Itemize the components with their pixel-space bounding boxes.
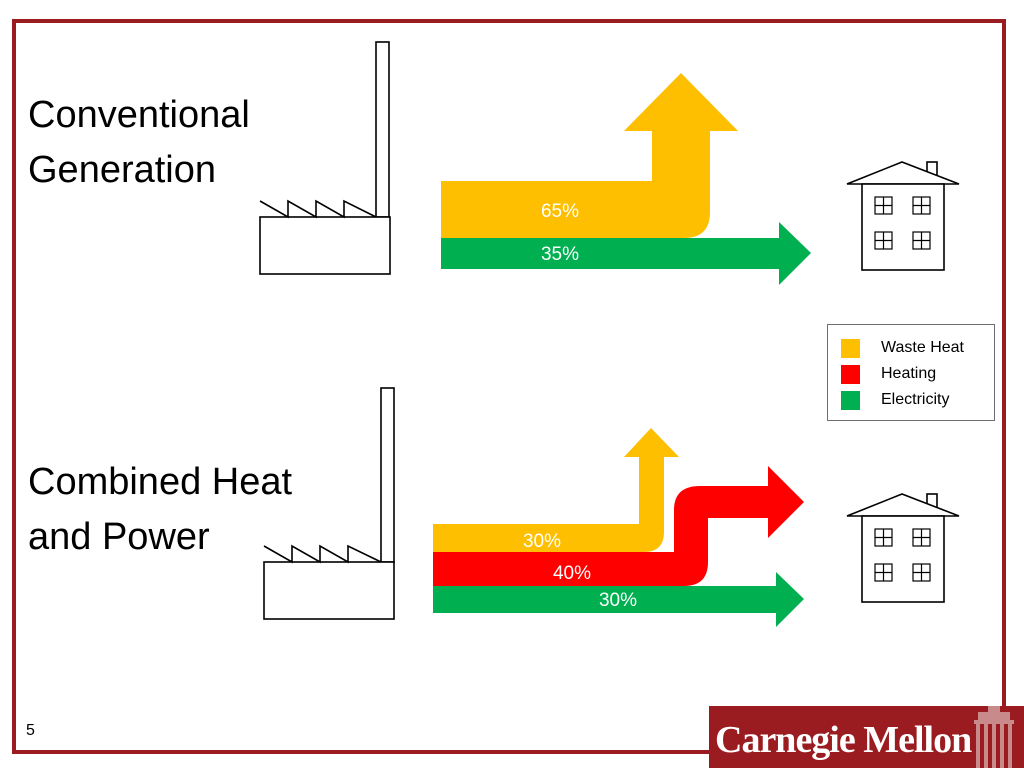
legend-label-electricity: Electricity [881, 391, 950, 408]
legend-item-electricity: Electricity [841, 390, 949, 410]
legend-item-heating: Heating [841, 364, 936, 384]
heading-conventional-line1: Conventional [28, 94, 250, 136]
legend-swatch-waste-heat [841, 338, 860, 358]
logo-wordmark: Carnegie Mellon [715, 719, 972, 761]
heading-chp-line1: Combined Heat [28, 461, 293, 503]
legend-label-waste-heat: Waste Heat [881, 339, 964, 356]
heading-conventional-line2: Generation [28, 149, 217, 191]
page-number: 5 [26, 722, 35, 739]
heading-conventional-generation: Conventional Generation [28, 88, 250, 198]
factory-icon-chp [263, 387, 395, 620]
flow-label-electricity-chp: 30% [599, 590, 637, 611]
flow-arrow-waste-heat-chp [433, 428, 679, 552]
flow-label-heating-chp: 40% [553, 563, 591, 584]
legend: Waste Heat Heating Electricity [827, 324, 995, 421]
house-icon-conventional [846, 161, 960, 271]
factory-icon-conventional [259, 41, 391, 275]
legend-label-heating: Heating [881, 365, 937, 382]
flow-label-electricity-conventional: 35% [541, 244, 579, 265]
legend-swatch-electricity [841, 390, 860, 410]
flow-arrow-waste-heat-conventional [441, 73, 738, 238]
flow-label-waste-heat-chp: 30% [523, 531, 561, 552]
flow-arrow-electricity-conventional [441, 222, 811, 285]
flow-arrow-electricity-chp [433, 572, 804, 627]
heading-chp-line2: and Power [28, 516, 210, 558]
flow-label-waste-heat-conventional: 65% [541, 201, 579, 222]
legend-swatch-heating [841, 364, 860, 384]
carnegie-mellon-logo: Carnegie Mellon [709, 706, 1024, 768]
legend-item-waste-heat: Waste Heat [841, 338, 964, 358]
university-tower-icon [974, 706, 1014, 768]
heading-combined-heat-and-power: Combined Heat and Power [28, 455, 292, 565]
flow-arrow-heating-chp [433, 466, 804, 586]
house-icon-chp [846, 493, 960, 603]
